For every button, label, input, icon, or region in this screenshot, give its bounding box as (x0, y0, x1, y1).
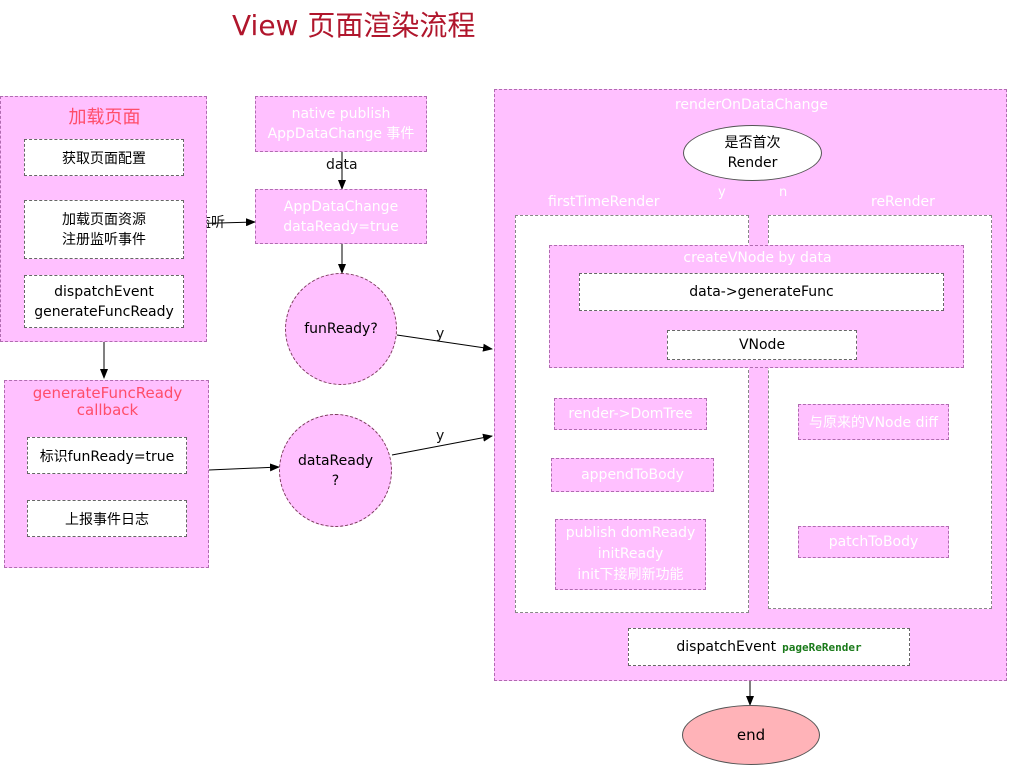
callback-title: generateFuncReady callback (32, 384, 183, 419)
load-config-box: 获取页面配置 (24, 139, 184, 176)
vnode-box: VNode (667, 330, 857, 360)
dataready-decision: dataReady ? (279, 414, 392, 527)
mark-funready-box: 标识funReady=true (27, 437, 187, 474)
edge-label-data: data (326, 157, 358, 173)
funready-decision: funReady? (285, 273, 397, 385)
append-to-body-box: appendToBody (551, 458, 714, 492)
render-domtree-box: render->DomTree (554, 398, 707, 430)
re-render-title: reRender (871, 194, 935, 210)
edge-label-y-fun: y (436, 326, 445, 342)
first-render-title: firstTimeRender (548, 194, 660, 210)
branch-label-y: y (718, 185, 726, 200)
arrow-callback-to-dataready (208, 463, 280, 472)
dispatch-label: dispatchEvent (676, 639, 777, 655)
generate-func-box: data->generateFunc (579, 273, 944, 311)
arrow-funready-to-render (396, 334, 493, 352)
publish-domready-box: publish domReady initReady init下接刷新功能 (555, 519, 706, 590)
render-group-title: renderOnDataChange (674, 97, 829, 113)
vnode-diff-box: 与原来的VNode diff (798, 404, 949, 440)
create-vnode-title: createVNode by data (683, 250, 832, 266)
load-page-group: 加载页面 获取页面配置 加载页面资源 注册监听事件 dispatchEvent … (0, 96, 207, 342)
load-page-title: 加载页面 (68, 107, 141, 128)
native-publish-box: native publish AppDataChange 事件 (255, 96, 427, 152)
end-node: end (682, 705, 820, 765)
dispatch-generate-box: dispatchEvent generateFuncReady (24, 275, 184, 328)
report-log-box: 上报事件日志 (27, 500, 187, 537)
branch-label-n: n (779, 185, 788, 200)
dispatch-pagererender-box: dispatchEvent pageReRender (628, 628, 910, 666)
first-render-decision: 是否首次 Render (683, 125, 822, 181)
dispatch-code: pageReRender (782, 640, 862, 654)
callback-group: generateFuncReady callback 标识funReady=tr… (4, 380, 209, 568)
load-resource-box: 加载页面资源 注册监听事件 (24, 200, 184, 259)
patch-to-body-box: patchToBody (798, 526, 949, 558)
edge-label-y-data: y (436, 428, 445, 444)
page-title: View 页面渲染流程 (232, 9, 476, 42)
appdatachange-box: AppDataChange dataReady=true (255, 189, 427, 244)
arrow-dataready-to-render (391, 433, 493, 456)
